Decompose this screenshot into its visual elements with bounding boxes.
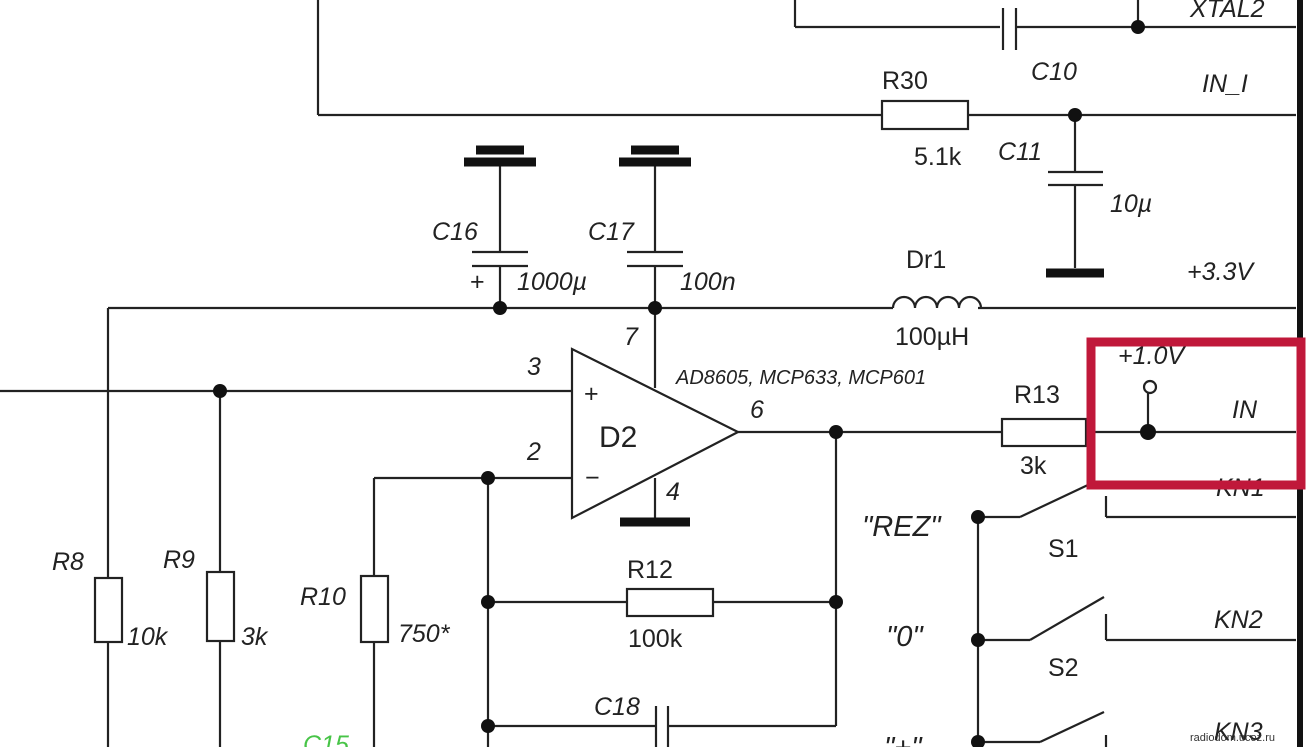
- capacitors: [472, 8, 1103, 747]
- resistors: [93, 99, 1088, 644]
- c18-name: C18: [594, 693, 640, 721]
- d2-pin6: 6: [750, 396, 764, 424]
- s2-name: S2: [1048, 654, 1079, 682]
- c11-name: C11: [998, 138, 1042, 166]
- d2-pin4: 4: [666, 478, 680, 506]
- c17-value: 100n: [680, 268, 736, 296]
- r12-value: 100k: [628, 625, 683, 653]
- s1-name: S1: [1048, 535, 1079, 563]
- r8-value: 10k: [127, 623, 169, 651]
- r8-body: [93, 576, 124, 644]
- c11-value: 10µ: [1110, 190, 1152, 218]
- net-label-3v3: +3.3V: [1187, 258, 1255, 286]
- r9-name: R9: [163, 546, 195, 574]
- r12-body: [625, 587, 715, 618]
- labels: XTAL2 R30 5.1k C10 IN_I C11 10µ C16 + 10…: [52, 0, 1265, 747]
- dr1-name: Dr1: [906, 246, 946, 274]
- c10-name: C10: [1031, 58, 1077, 86]
- r12-name: R12: [627, 556, 673, 584]
- in-test-point: [1142, 379, 1158, 395]
- r10-value: 750*: [398, 620, 451, 648]
- junction-dots: [213, 20, 1156, 747]
- r30-value: 5.1k: [914, 143, 962, 171]
- opamp-d2: [570, 347, 741, 520]
- s3-label: "+": [884, 732, 923, 747]
- highlight-box: [1086, 337, 1306, 490]
- c16-name: C16: [432, 218, 478, 246]
- r8-name: R8: [52, 548, 84, 576]
- net-label-in-i: IN_I: [1202, 70, 1248, 98]
- c17-name: C17: [588, 218, 635, 246]
- r13-value: 3k: [1020, 452, 1047, 480]
- c16-polarity: +: [470, 268, 485, 296]
- r13-name: R13: [1014, 381, 1060, 409]
- r13-body: [1000, 417, 1088, 448]
- inductor-dr1: [891, 295, 983, 309]
- r30-name: R30: [882, 67, 928, 95]
- d2-plus-sign: +: [584, 380, 599, 408]
- r9-body: [205, 570, 236, 643]
- s1-label: "REZ": [862, 511, 942, 543]
- r10-body: [359, 574, 390, 644]
- r30-body: [880, 99, 970, 131]
- d2-part-numbers: AD8605, MCP633, MCP601: [675, 367, 926, 389]
- dr1-value: 100µH: [895, 323, 969, 351]
- net-label-in: IN: [1232, 396, 1258, 424]
- d2-minus-sign: −: [585, 464, 600, 492]
- net-label-kn2: KN2: [1214, 606, 1263, 634]
- c15-name: C15: [303, 731, 349, 747]
- net-label-partial-volt: +1.0V: [1118, 342, 1186, 370]
- ground-symbols: [464, 145, 1104, 527]
- d2-pin2: 2: [526, 438, 541, 466]
- watermark: radiodom.ucoz.ru: [1190, 732, 1275, 744]
- d2-pin7: 7: [624, 323, 639, 351]
- d2-pin3: 3: [527, 353, 541, 381]
- r10-name: R10: [300, 583, 346, 611]
- d2-name: D2: [599, 421, 637, 454]
- net-label-xtal2: XTAL2: [1189, 0, 1265, 23]
- c16-value: 1000µ: [517, 268, 587, 296]
- s2-label: "0": [886, 621, 924, 653]
- r9-value: 3k: [241, 623, 269, 651]
- net-label-kn3: KN3: [1214, 718, 1263, 746]
